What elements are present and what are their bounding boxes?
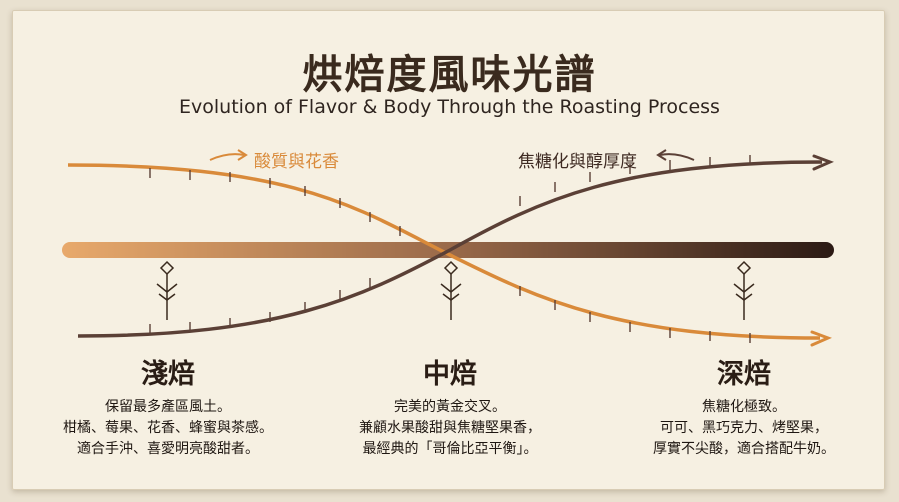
acidity-label-arrow [209, 153, 245, 161]
marker-medium [440, 260, 462, 320]
roast-dark-column: 深焙 焦糖化極致。 可可、黑巧克力、烤堅果， 厚實不尖酸，適合搭配牛奶。 [594, 352, 894, 460]
roast-dark-title: 深焙 [717, 359, 771, 390]
curve-ticks [149, 155, 751, 343]
page-title: 烘焙度風味光譜 [302, 51, 597, 98]
body-arrowhead [812, 154, 834, 171]
marker-dark [733, 260, 755, 320]
roast-light-desc-1: 保留最多產區風土。 [105, 399, 231, 415]
body-label-arrowhead [656, 149, 667, 161]
roast-medium-desc-3: 最經典的「哥倫比亞平衡」。 [362, 441, 538, 457]
acidity-label: 酸質與花香 [254, 152, 339, 172]
roast-medium-title: 中焙 [423, 359, 477, 390]
roast-dark-desc-1: 焦糖化極致。 [702, 399, 786, 415]
acidity-curve [67, 163, 821, 340]
roast-medium-column: 中焙 完美的黃金交叉。 兼顧水果酸甜與焦糖堅果香， 最經典的「哥倫比亞平衡」。 [300, 352, 600, 460]
roast-dark-desc-2: 可可、黑巧克力、烤堅果， [660, 420, 828, 436]
acidity-label-arrowhead [237, 149, 248, 161]
roast-light-column: 淺焙 保留最多產區風土。 柑橘、莓果、花香、蜂蜜與茶感。 適合手沖、喜愛明亮酸甜… [18, 352, 318, 460]
body-curve [77, 160, 823, 338]
marker-light [156, 260, 178, 320]
acidity-arrowhead [810, 330, 832, 347]
roast-light-title: 淺焙 [141, 359, 195, 390]
body-label-arrow [659, 153, 695, 161]
roast-dark-desc-3: 厚實不尖酸，適合搭配牛奶。 [653, 441, 835, 457]
roast-light-desc-3: 適合手沖、喜愛明亮酸甜者。 [77, 441, 259, 457]
body-label: 焦糖化與醇厚度 [518, 152, 637, 172]
roast-light-desc-2: 柑橘、莓果、花香、蜂蜜與茶感。 [63, 420, 273, 436]
roast-medium-desc-2: 兼顧水果酸甜與焦糖堅果香， [359, 420, 541, 436]
page-subtitle: Evolution of Flavor & Body Through the R… [179, 96, 720, 118]
roast-medium-desc-1: 完美的黃金交叉。 [394, 399, 506, 415]
